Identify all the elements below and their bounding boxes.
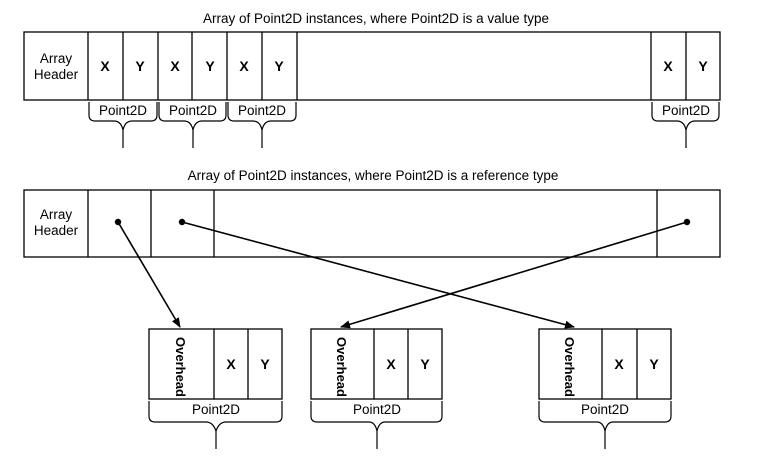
object-overhead-cell: Overhead [562,337,577,397]
reference-pointer-arrow [340,221,688,329]
object-y-cell: Y [649,356,659,372]
value-array-header-line1: Array [40,51,73,66]
value-y-cell: Y [135,58,145,74]
reference-array-outline [23,189,721,258]
reference-type-section: Array of Point2D instances, where Point2… [23,168,721,449]
value-x-cell: X [239,58,249,74]
value-struct-label: Point2D [238,103,286,118]
object-class-label: Point2D [353,402,401,417]
reference-array-header-line2: Header [34,223,79,238]
object-overhead-cell: Overhead [173,337,188,397]
value-point2d-last: X Y Point2D [650,32,720,148]
value-struct-label: Point2D [169,103,217,118]
object-x-cell: X [614,356,624,372]
object-overhead-cell: Overhead [334,337,349,397]
value-type-title: Array of Point2D instances, where Point2… [203,11,549,26]
value-struct-brace [227,102,297,148]
object-class-label: Point2D [192,402,240,417]
value-struct-brace [158,102,227,148]
object-y-cell: Y [260,356,270,372]
value-struct-label: Point2D [99,103,147,118]
heap-object-2: Overhead X Y Point2D [310,328,443,449]
reference-array-header-line1: Array [40,207,73,222]
object-class-label: Point2D [581,402,629,417]
object-x-cell: X [226,356,236,372]
value-struct-brace [651,102,720,148]
value-x-cell: X [663,58,673,74]
value-array-header-line2: Header [34,67,79,82]
value-x-cell: X [170,58,180,74]
value-point2d-3: X Y Point2D [227,32,298,148]
value-y-cell: Y [698,58,708,74]
value-point2d-2: X Y Point2D [158,32,228,148]
object-brace [538,401,672,449]
object-brace [148,401,283,449]
value-y-cell: Y [205,58,215,74]
reference-type-title: Array of Point2D instances, where Point2… [188,168,559,183]
reference-pointer-arrow [181,221,575,329]
value-struct-label: Point2D [662,103,710,118]
value-array-outline [23,31,721,101]
value-type-section: Array of Point2D instances, where Point2… [23,11,721,148]
object-brace [310,401,443,449]
heap-object-3: Overhead X Y Point2D [538,328,672,449]
value-x-cell: X [100,58,110,74]
value-struct-brace [88,102,158,148]
object-x-cell: X [386,356,396,372]
reference-pointer-arrow [117,221,181,328]
value-y-cell: Y [274,58,284,74]
value-point2d-1: X Y Point2D [88,32,159,148]
object-y-cell: Y [420,356,430,372]
heap-object-1: Overhead X Y Point2D [148,328,283,449]
